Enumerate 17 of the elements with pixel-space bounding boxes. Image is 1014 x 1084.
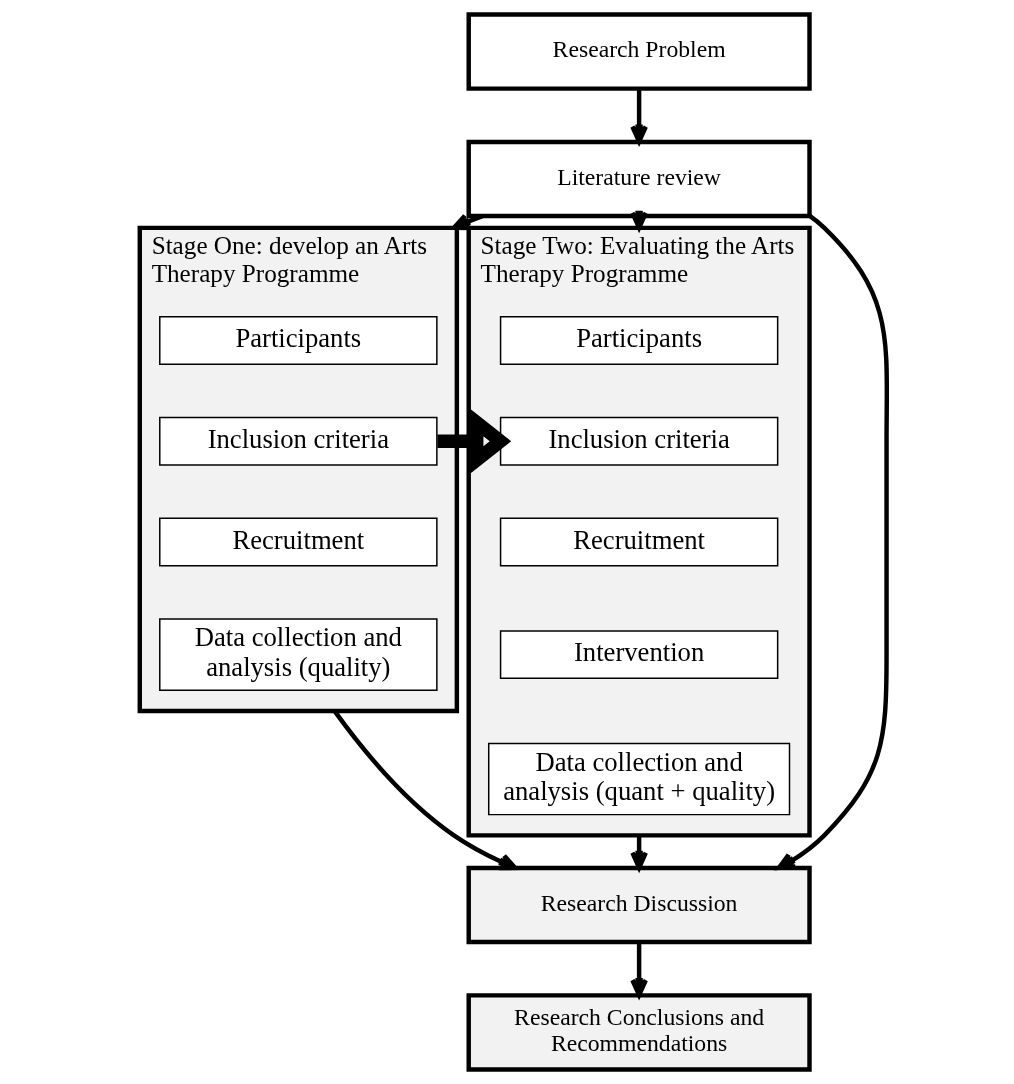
arrow (629, 89, 648, 144)
node-box: Research Discussion (466, 865, 812, 945)
node-box: Participants (158, 316, 438, 365)
node-box: Inclusion criteria (158, 416, 438, 466)
arrow (629, 210, 648, 231)
arrow (629, 942, 648, 998)
arrow (436, 408, 511, 474)
node-box: Recruitment (158, 517, 438, 567)
node-box: Recruitment (499, 517, 778, 567)
node-box: Data collection and analysis (quant + quality) (487, 742, 790, 816)
node-box: Research Problem (466, 12, 812, 91)
node-box: Data collection and analysis (quality) (158, 618, 438, 691)
node-box: Participants (499, 316, 778, 365)
arrow (776, 214, 889, 871)
node-box: Research Conclusions and Recommendations (466, 993, 812, 1072)
node-box: Inclusion criteria (499, 416, 778, 466)
node-box: Intervention (499, 630, 778, 680)
